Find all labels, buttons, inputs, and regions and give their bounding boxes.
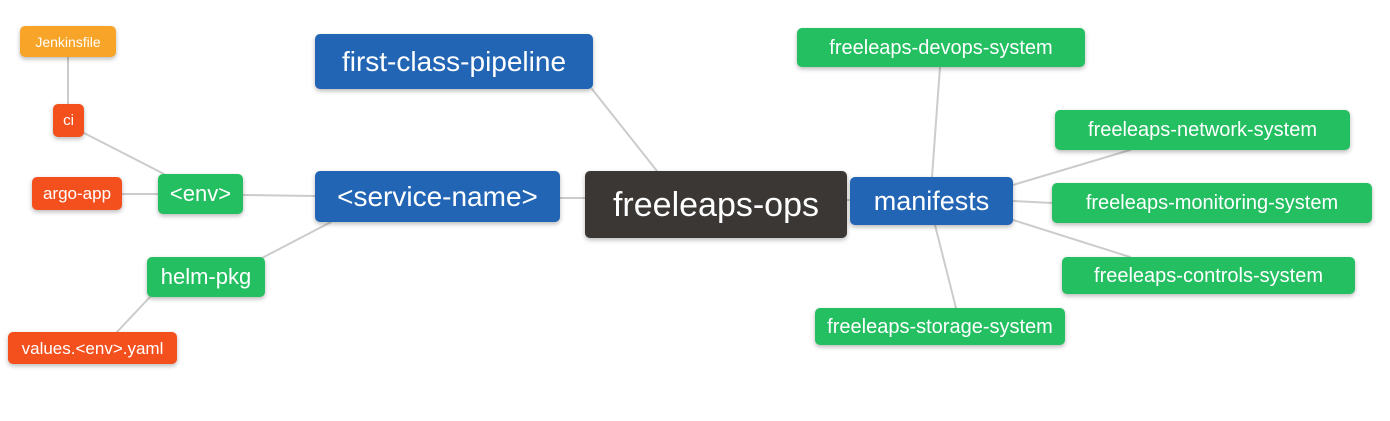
edge-values-env-yaml-to-helm-pkg: [116, 296, 151, 333]
edge-manifests-to-freeleaps-devops-system: [931, 66, 941, 178]
node-label: freeleaps-network-system: [1088, 119, 1317, 141]
edge-ci-to-env: [83, 132, 165, 175]
node-service-name[interactable]: <service-name>: [315, 171, 560, 222]
node-label: freeleaps-devops-system: [829, 36, 1053, 59]
node-label: freeleaps-ops: [612, 185, 819, 224]
node-label: helm-pkg: [160, 264, 252, 289]
edge-manifests-to-freeleaps-storage-system: [934, 224, 957, 309]
node-manifests[interactable]: manifests: [850, 177, 1013, 225]
node-freeleaps-controls-system[interactable]: freeleaps-controls-system: [1062, 257, 1355, 294]
node-label: <env>: [169, 181, 232, 206]
node-label: freeleaps-controls-system: [1094, 264, 1323, 287]
edge-manifests-to-freeleaps-network-system: [1012, 149, 1131, 186]
node-first-class-pipeline[interactable]: first-class-pipeline: [315, 34, 593, 89]
node-label: Jenkinsfile: [35, 33, 101, 50]
node-label: manifests: [873, 185, 990, 216]
node-freeleaps-network-system[interactable]: freeleaps-network-system: [1055, 110, 1350, 150]
node-label: freeleaps-storage-system: [827, 315, 1053, 338]
edge-first-class-pipeline-to-freeleaps-ops: [591, 88, 658, 172]
node-ci[interactable]: ci: [53, 104, 84, 137]
node-label: <service-name>: [337, 180, 538, 212]
node-freeleaps-storage-system[interactable]: freeleaps-storage-system: [815, 308, 1065, 345]
edge-manifests-to-freeleaps-monitoring-system: [1012, 200, 1053, 204]
node-env[interactable]: <env>: [158, 174, 243, 214]
node-argo-app[interactable]: argo-app: [32, 177, 122, 210]
edge-helm-pkg-to-service-name: [261, 221, 332, 259]
node-label: values.<env>.yaml: [21, 338, 164, 358]
node-values-env-yaml[interactable]: values.<env>.yaml: [8, 332, 177, 364]
edge-manifests-to-freeleaps-controls-system: [1012, 219, 1131, 258]
node-helm-pkg[interactable]: helm-pkg: [147, 257, 265, 297]
node-label: freeleaps-monitoring-system: [1085, 192, 1339, 214]
node-label: first-class-pipeline: [341, 45, 567, 77]
node-freeleaps-devops-system[interactable]: freeleaps-devops-system: [797, 28, 1085, 67]
node-freeleaps-monitoring-system[interactable]: freeleaps-monitoring-system: [1052, 183, 1372, 223]
node-label: argo-app: [42, 184, 112, 203]
node-freeleaps-ops[interactable]: freeleaps-ops: [585, 171, 847, 238]
node-label: ci: [63, 112, 74, 129]
node-jenkinsfile[interactable]: Jenkinsfile: [20, 26, 116, 57]
edge-env-to-service-name: [242, 194, 316, 197]
